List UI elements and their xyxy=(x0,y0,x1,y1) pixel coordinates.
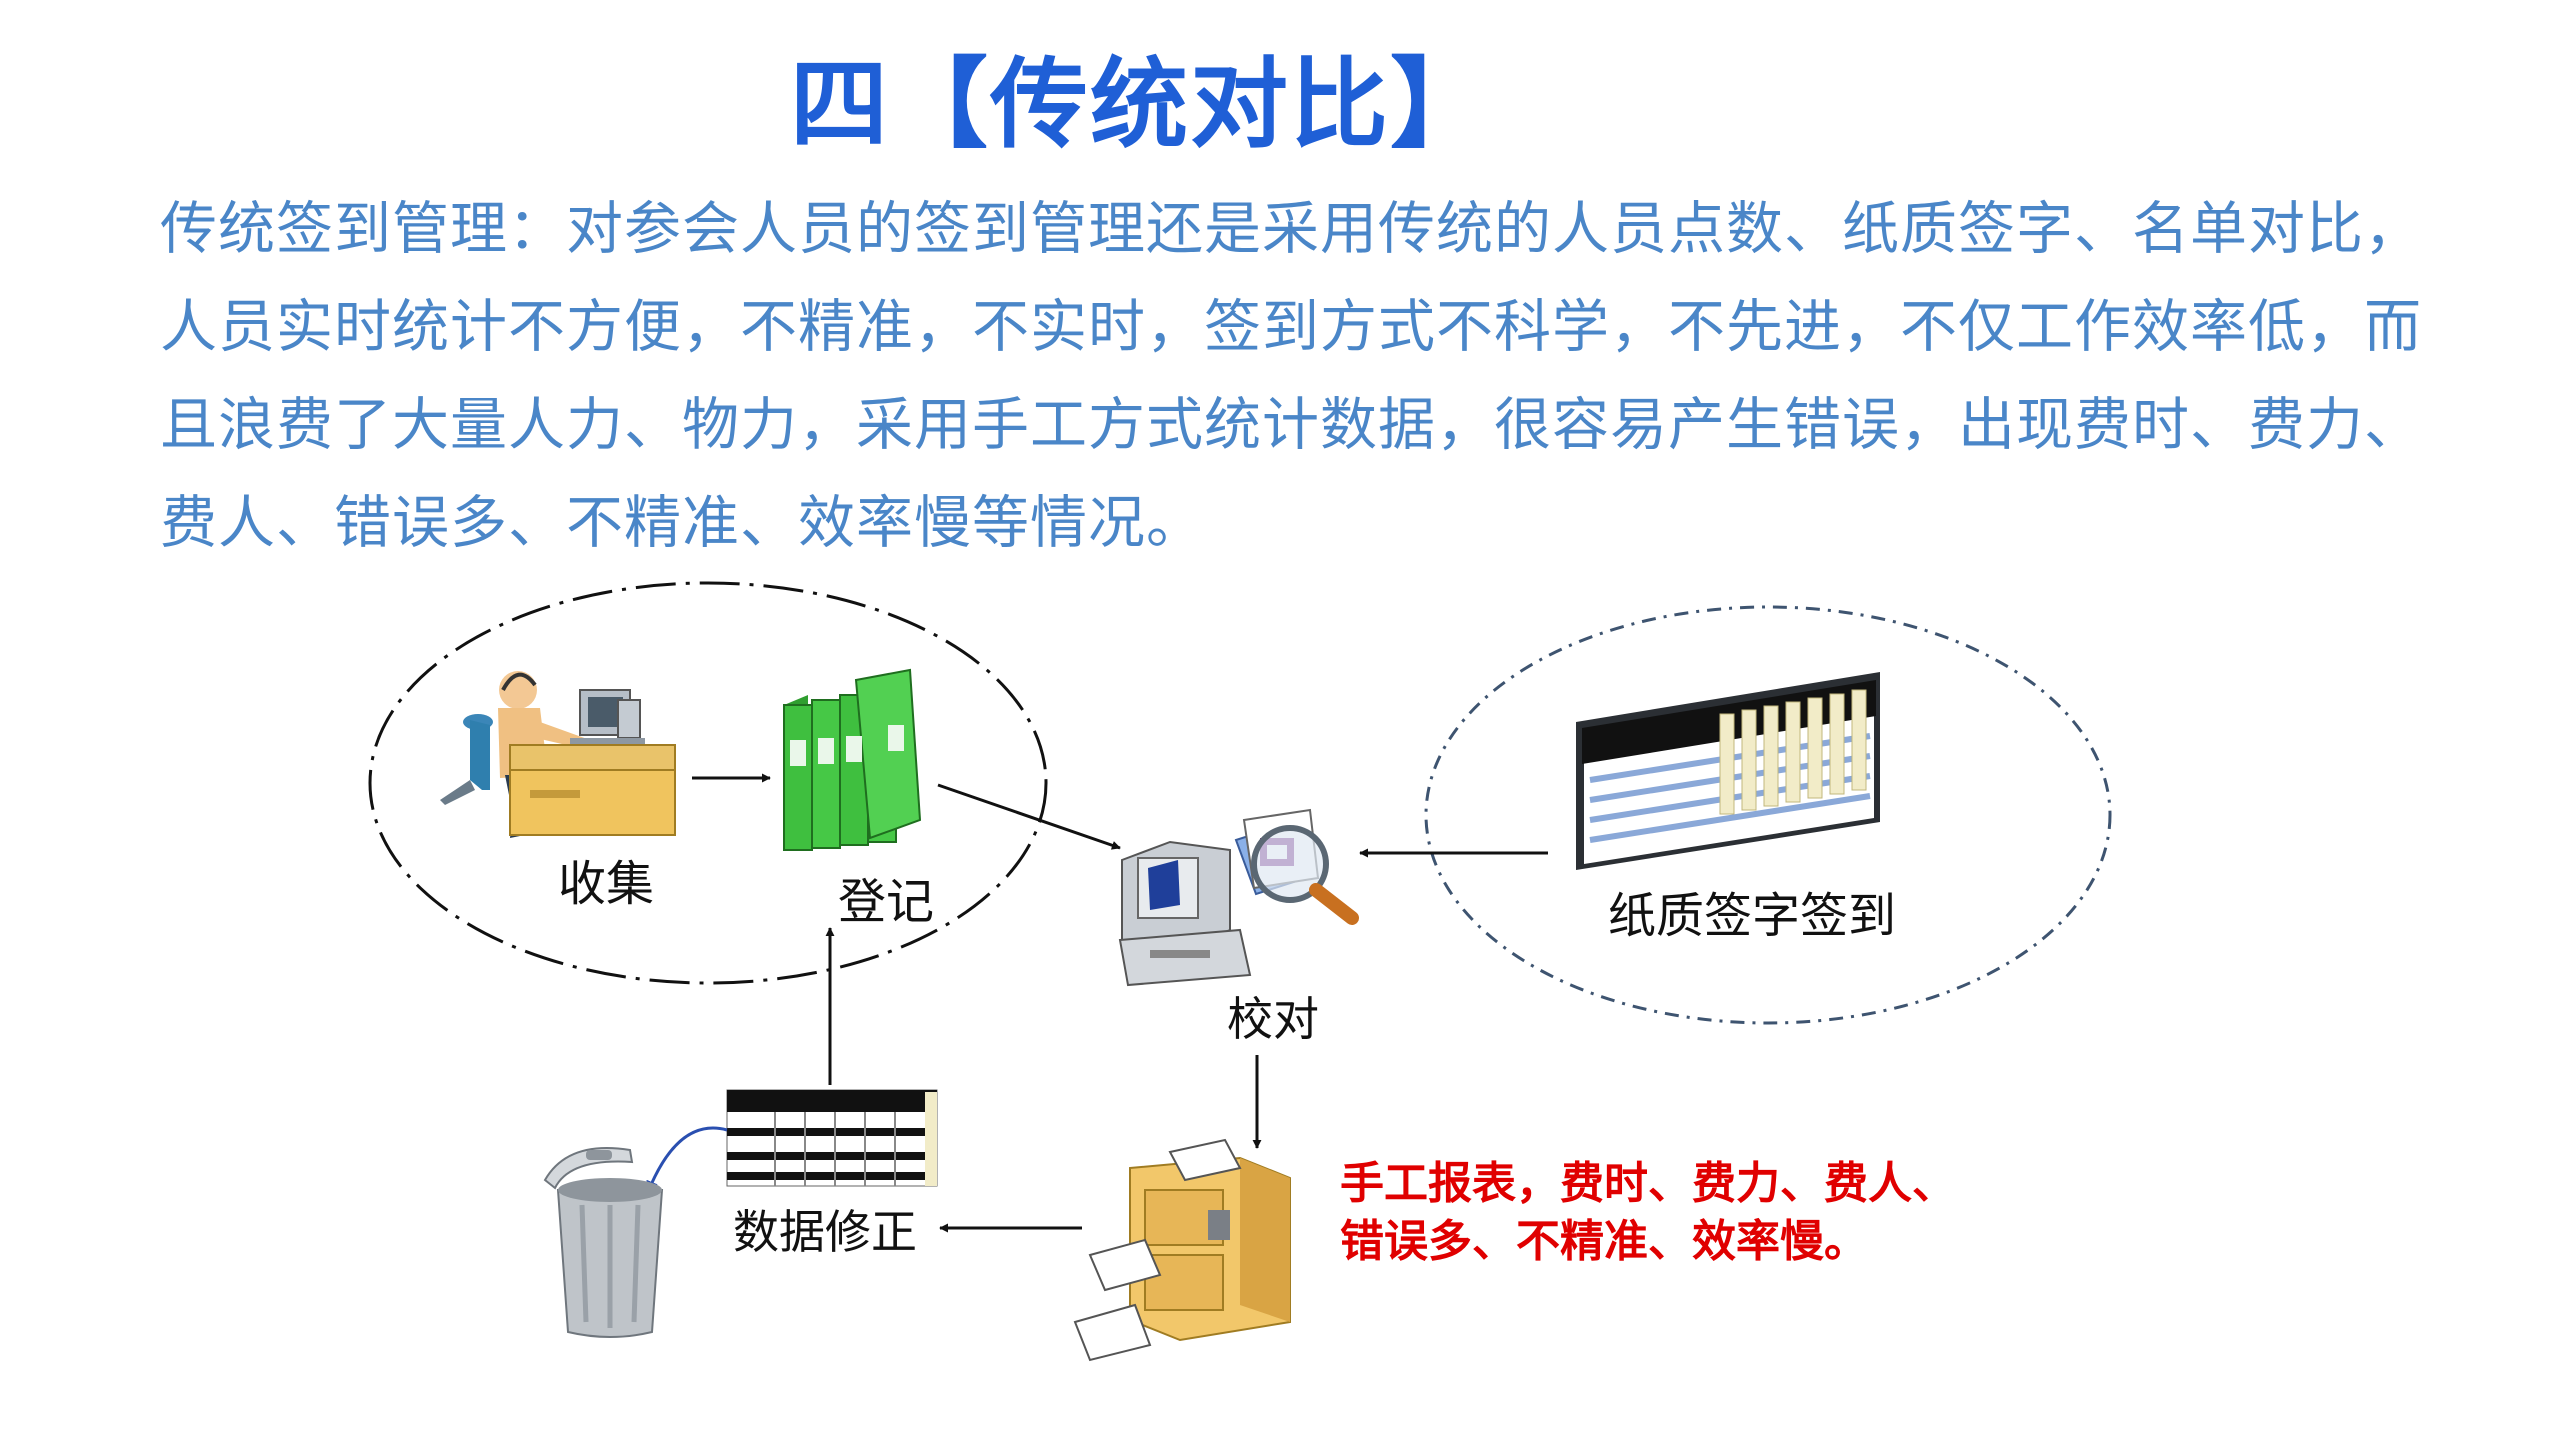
note-line-1: 手工报表，费时、费力、费人、 xyxy=(1340,1158,1956,1209)
collect-register-group xyxy=(368,581,1048,985)
arrow-register-to-proofread xyxy=(937,783,1121,850)
arrow-datafix-to-trash xyxy=(646,1126,728,1194)
note-line-2: 错误多、不精准、效率慢。 xyxy=(1340,1216,1868,1267)
page-title: 四【传统对比】 xyxy=(789,48,1490,162)
label-register: 登记 xyxy=(838,874,934,930)
computer-magnifier-icon xyxy=(1118,808,1359,987)
binders-icon xyxy=(783,668,922,851)
label-data-fix: 数据修正 xyxy=(733,1205,917,1259)
label-paper-sign: 纸质签字签到 xyxy=(1608,888,1896,944)
label-proofread: 校对 xyxy=(1227,992,1319,1046)
paper-sign-group xyxy=(1424,605,2112,1025)
label-collect: 收集 xyxy=(558,856,654,912)
trash-can-icon xyxy=(543,1147,664,1338)
data-table-icon xyxy=(726,1089,938,1187)
paper-sign-sheet-icon xyxy=(1576,672,1880,870)
intro-paragraph: 传统签到管理：对参会人员的签到管理还是采用传统的人员点数、纸质签字、名单对比，人… xyxy=(160,196,2422,556)
person-at-computer-icon xyxy=(440,671,676,838)
file-cabinet-icon xyxy=(1073,1138,1291,1362)
